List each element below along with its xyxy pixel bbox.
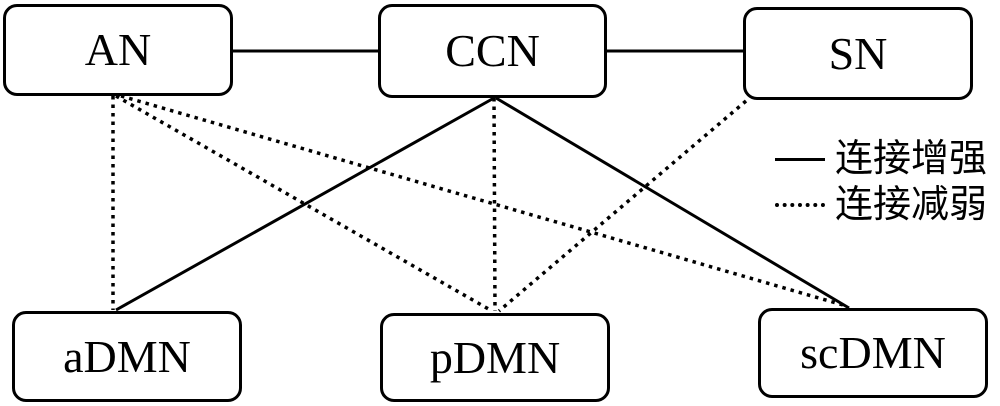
legend-enhanced-label: 连接增强 [835,138,988,180]
node-pdmn-label: pDMN [429,331,561,383]
node-sn: SN [743,7,973,100]
legend: 连接增强 连接减弱 [775,136,987,228]
node-admn-label: aDMN [63,330,191,382]
node-an: AN [3,4,233,96]
edge-an-scdmn-weakened [120,94,844,307]
node-admn: aDMN [12,311,242,402]
node-scdmn: scDMN [758,308,988,398]
solid-line-sample [775,157,825,161]
legend-weakened-label: 连接减弱 [835,184,988,226]
dotted-line-sample [775,203,825,207]
legend-item-weakened: 连接减弱 [775,182,987,228]
edge-sn-pdmn-weakened [497,99,748,313]
node-ccn: CCN [378,4,607,98]
node-sn-label: SN [828,27,888,79]
node-pdmn: pDMN [380,313,610,402]
edge-ccn-admn-enhanced [115,96,495,312]
edge-ccn-pdmn-weakened [492,97,497,312]
node-ccn-label: CCN [445,25,540,76]
legend-item-enhanced: 连接增强 [775,136,987,182]
node-scdmn-label: scDMN [800,327,946,378]
node-an-label: AN [84,24,152,75]
edge-ccn-scdmn-enhanced [495,96,850,310]
